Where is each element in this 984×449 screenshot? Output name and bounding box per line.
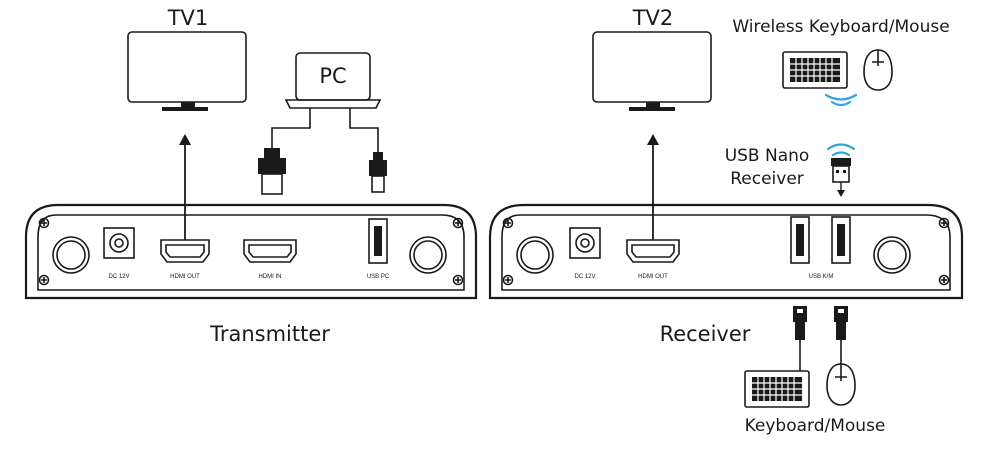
pc-base	[284, 99, 382, 109]
screw-icon	[452, 274, 464, 286]
receiver: DC 12V HDMI OUT USB K/M	[488, 203, 964, 300]
receiver-usb-km-port-2	[831, 216, 851, 264]
transmitter-panel	[37, 214, 465, 291]
receiver-usb-km-port-1	[790, 216, 810, 264]
transmitter-body	[24, 203, 478, 300]
transmitter-usb-pc-port	[368, 218, 388, 264]
transmitter-hdmi-in-label: HDMI IN	[259, 274, 282, 280]
tv2-label: TV2	[632, 6, 674, 30]
mouse-icon	[826, 363, 856, 406]
transmitter-hdmi-out-label: HDMI OUT	[170, 274, 200, 280]
wired-km-label: Keyboard/Mouse	[745, 416, 886, 436]
transmitter-dc-jack	[103, 227, 135, 259]
pc: PC	[284, 52, 382, 109]
usb-port-inner	[374, 226, 382, 256]
usb-plug-icon	[834, 306, 848, 340]
tv2: TV2	[592, 6, 712, 111]
tv2-screen	[592, 31, 712, 103]
tv2-arrow-icon	[647, 134, 659, 145]
screw-icon	[938, 217, 950, 229]
transmitter-left-knob	[52, 236, 90, 274]
tv1-neck	[181, 102, 195, 107]
usb-nano-dongle-icon	[831, 158, 851, 183]
usb-plug-icon	[369, 152, 387, 193]
tv1-stand	[162, 107, 208, 111]
screw-icon	[38, 274, 50, 286]
transmitter-right-knob	[409, 236, 447, 274]
wireless-signal-icon	[830, 100, 852, 107]
screw-icon	[502, 274, 514, 286]
receiver-label: Receiver	[660, 322, 751, 346]
receiver-usb-km-label: USB K/M	[809, 274, 834, 280]
screw-icon	[38, 217, 50, 229]
usb-plug-icon	[793, 306, 807, 340]
tv2-stand	[629, 107, 675, 111]
keyboard-icon	[744, 370, 810, 408]
receiver-dc-jack	[569, 227, 601, 259]
dc-jack-pin	[580, 238, 590, 248]
tv1-arrow-icon	[179, 134, 191, 145]
hdmi-port-inner	[631, 244, 675, 258]
transmitter-hdmi-in-port	[243, 239, 297, 263]
usb-nano-label-line2: Receiver	[730, 169, 804, 189]
hdmi-port-inner	[165, 244, 205, 258]
knob-ring	[520, 240, 550, 270]
dc-jack-ring	[109, 233, 129, 253]
screw-icon	[452, 217, 464, 229]
hdmi-port-inner	[248, 244, 292, 258]
pc-usb-cable	[349, 108, 379, 154]
keyboard-icon	[782, 51, 848, 89]
tv1: TV1	[127, 6, 247, 111]
dc-jack-ring	[575, 233, 595, 253]
knob-ring	[56, 240, 86, 270]
screw-icon	[938, 274, 950, 286]
tv1-label: TV1	[167, 6, 209, 30]
tv1-screen	[127, 31, 247, 103]
knob-ring	[877, 240, 907, 270]
pc-hdmi-cable	[271, 108, 311, 150]
hdmi-plug-icon	[258, 148, 286, 195]
pc-label: PC	[319, 64, 346, 88]
dc-jack-pin	[114, 238, 124, 248]
transmitter: DC 12V HDMI OUT HDMI IN USB PC	[24, 203, 478, 300]
tv2-neck	[646, 102, 660, 107]
receiver-right-knob	[873, 236, 911, 274]
usb-nano-label-line1: USB Nano	[725, 146, 810, 166]
usb-port-inner	[796, 224, 804, 256]
nano-signal-icon	[826, 143, 856, 151]
transmitter-label: Transmitter	[209, 322, 330, 346]
usb-port-inner	[837, 224, 845, 256]
receiver-hdmi-out-port	[626, 239, 680, 263]
receiver-hdmi-out-label: HDMI OUT	[638, 274, 668, 280]
transmitter-hdmi-out-port	[160, 239, 210, 263]
nano-signal-icon	[831, 151, 851, 157]
knob-ring	[413, 240, 443, 270]
mouse-icon	[863, 49, 893, 91]
receiver-body	[488, 203, 964, 300]
transmitter-usb-pc-label: USB PC	[367, 274, 390, 280]
nano-arrow-icon	[837, 190, 845, 197]
receiver-dc-label: DC 12V	[574, 274, 595, 280]
transmitter-dc-label: DC 12V	[108, 274, 129, 280]
wireless-signal-icon	[824, 93, 858, 101]
screw-icon	[502, 217, 514, 229]
wireless-km-label: Wireless Keyboard/Mouse	[732, 17, 949, 37]
receiver-left-knob	[516, 236, 554, 274]
